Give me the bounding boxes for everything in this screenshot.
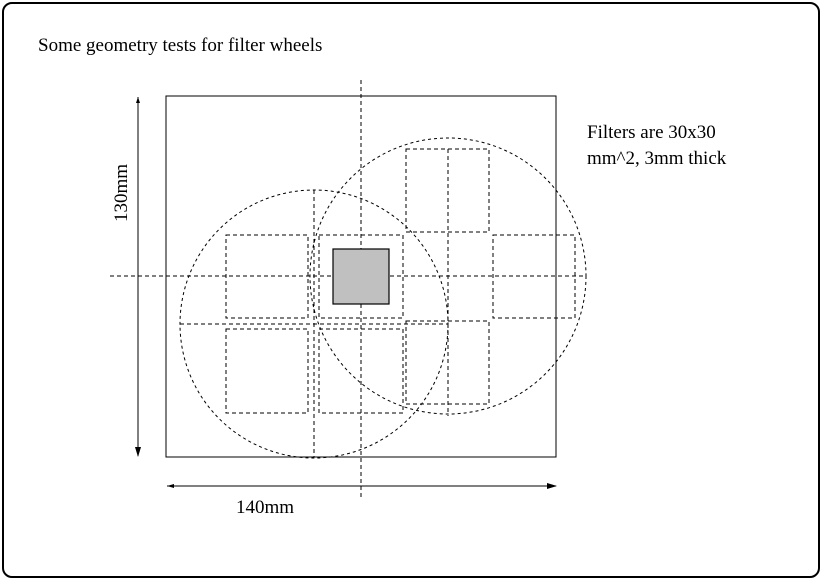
- detector-square: [332, 248, 390, 305]
- width-label: 140mm: [236, 497, 294, 518]
- filter-square: [225, 234, 309, 319]
- filter-square: [318, 328, 404, 414]
- height-label: 130mm: [111, 164, 132, 222]
- arrow-head-icon: [136, 97, 140, 103]
- filter-square: [405, 320, 490, 405]
- diagram-title: Some geometry tests for filter wheels: [38, 35, 322, 56]
- note-line-2: mm^2, 3mm thick: [587, 148, 727, 169]
- right-filter-wheel: [309, 137, 587, 415]
- arrow-head-icon: [167, 484, 174, 488]
- filter-square: [492, 234, 576, 319]
- filter-square: [225, 328, 309, 414]
- filter-square: [318, 234, 404, 319]
- filter-square: [405, 148, 490, 233]
- note-line-1: Filters are 30x30: [587, 122, 716, 143]
